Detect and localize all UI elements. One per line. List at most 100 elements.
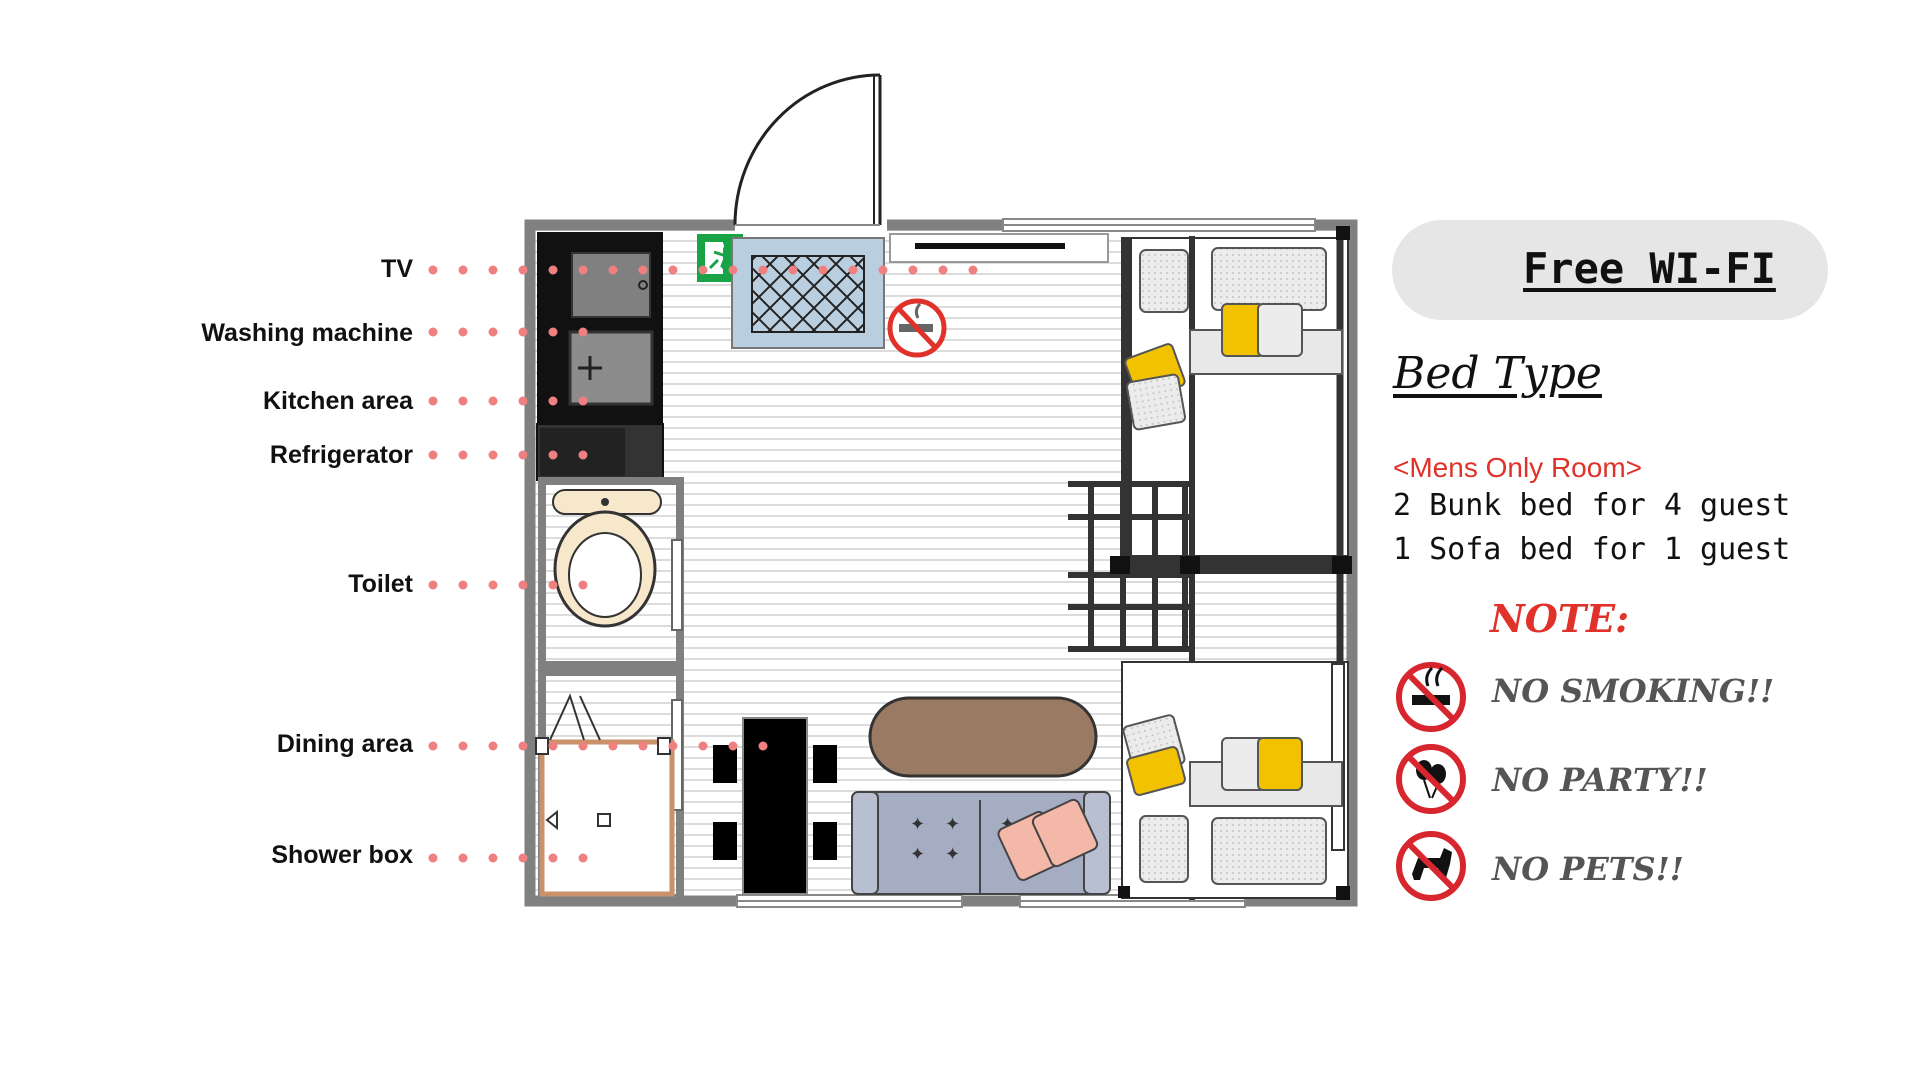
leader-dot [518,853,528,863]
leader-dot [578,580,588,590]
leader-dot [578,327,588,337]
leader-dot [578,396,588,406]
leader-dot [488,853,498,863]
leader-dot [488,580,498,590]
leader-dot [578,450,588,460]
leader-dot [878,265,888,275]
leader-dots-dining-area [428,741,768,751]
leader-dot [698,741,708,751]
no-party-icon [1396,744,1466,814]
leader-dot [428,853,438,863]
door-icon[interactable] [733,73,882,226]
bed-type-title: Bed Type [1393,348,1602,399]
leader-dot [578,741,588,751]
leader-dot [488,741,498,751]
leader-dot [668,265,678,275]
leader-dot [458,450,468,460]
leader-dot [488,396,498,406]
leader-dots-tv [428,265,978,275]
leader-dot [458,741,468,751]
leader-dot [458,580,468,590]
leader-dot [638,741,648,751]
leader-dot [728,741,738,751]
leader-dot [578,853,588,863]
leader-dot [758,265,768,275]
mens-only-label: <Mens Only Room> [1393,452,1642,483]
bunk-bed-top [1121,236,1349,900]
leader-dot [818,265,828,275]
leader-dot [548,450,558,460]
label-toilet: Toilet [348,570,413,598]
leader-dots-toilet [428,580,588,590]
leader-dot [428,396,438,406]
leader-dot [428,741,438,751]
shower-box-fixture [535,693,675,897]
leader-dot [548,396,558,406]
label-dining-area: Dining area [276,730,413,758]
leader-dot [518,396,528,406]
leader-dot [758,741,768,751]
leader-dot [488,265,498,275]
bunk-ladder [1068,481,1352,652]
rule-no-smoking: NO SMOKING!! [1492,672,1775,710]
leader-dots-kitchen-area [428,396,588,406]
leader-dot [518,450,528,460]
leader-dot [518,265,528,275]
leader-dot [518,327,528,337]
svg-text:✦: ✦ [945,844,960,865]
leader-dot [428,327,438,337]
leader-dot [548,265,558,275]
leader-dot [938,265,948,275]
svg-text:✦: ✦ [945,814,960,835]
leader-dot [608,265,618,275]
leader-dots-refrigerator [428,450,588,460]
leader-dot [458,327,468,337]
toilet-fixture [552,489,662,628]
leader-dot [638,265,648,275]
svg-text:✦: ✦ [910,814,925,835]
leader-dot [518,741,528,751]
leader-dot [608,741,618,751]
leader-dot [428,580,438,590]
leader-dot [698,265,708,275]
leader-dot [668,741,678,751]
leader-dot [788,265,798,275]
no-smoking-sign-icon [887,298,947,358]
tv-unit [571,252,651,318]
no-pets-icon [1396,831,1466,901]
leader-dot [428,450,438,460]
coffee-table [868,696,1098,778]
leader-dot [908,265,918,275]
label-washing-machine: Washing machine [201,319,413,347]
leader-dot [458,396,468,406]
leader-dot [458,265,468,275]
rule-no-pets: NO PETS!! [1492,850,1684,888]
leader-dot [518,580,528,590]
bed-line-sofa: 1 Sofa bed for 1 guest [1393,532,1791,567]
leader-dot [428,265,438,275]
leader-dot [548,580,558,590]
leader-dot [578,265,588,275]
label-kitchen-area: Kitchen area [262,387,413,415]
rule-no-party: NO PARTY!! [1492,761,1708,799]
leader-dot [548,741,558,751]
dining-table [713,717,837,895]
svg-text:✦: ✦ [910,844,925,865]
leader-dot [548,327,558,337]
leader-dots-washing-machine [428,327,588,337]
label-shower-box: Shower box [271,841,413,869]
label-tv: TV [381,255,413,283]
bunk-bed-bottom [1118,226,1350,900]
wifi-badge [1392,220,1828,320]
wifi-label: Free WI-FI [1523,244,1776,293]
leader-dot [488,327,498,337]
note-title: NOTE: [1490,596,1630,641]
leader-dot [488,450,498,460]
sofa-bed: ✦ ✦ ✦ ✦ ✦ [851,791,1111,895]
no-smoking-icon [1396,662,1466,732]
leader-dot [848,265,858,275]
leader-dot [968,265,978,275]
label-refrigerator: Refrigerator [269,441,413,469]
leader-dot [548,853,558,863]
